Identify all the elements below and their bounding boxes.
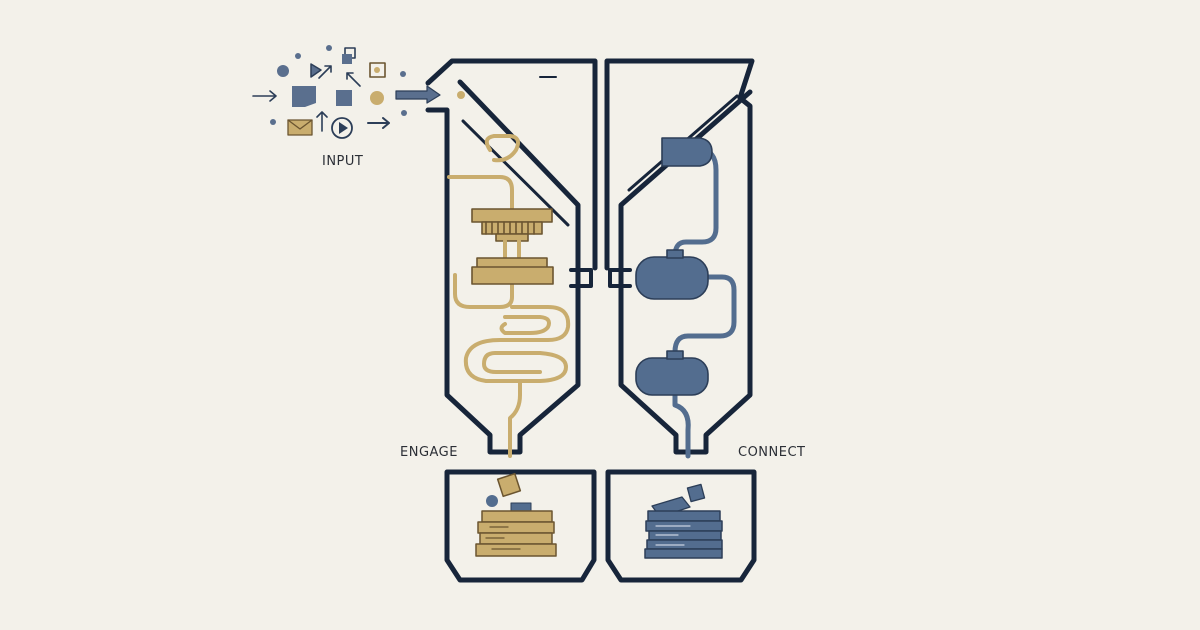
connect-machinery: [672, 147, 737, 459]
blue-pipe-top: [672, 147, 719, 259]
small-dark-block: [510, 502, 532, 512]
gold-dropping-block: [496, 472, 522, 498]
blue-pipe-mid: [672, 274, 737, 355]
blue-dropping-ball: [486, 495, 498, 507]
connect-label: CONNECT: [734, 443, 810, 462]
gold-pipe-wave: [499, 315, 551, 335]
left-container-inner-line: [461, 119, 570, 227]
flag-triangle-icon: [310, 63, 322, 78]
envelope-flap: [287, 119, 313, 130]
gold-pipe-curl: [484, 134, 520, 163]
gold-pipe-top-loop: [447, 175, 514, 214]
gold-dot-icon: [374, 67, 380, 73]
arrow-up-right-icon: [318, 65, 332, 79]
dot-icon: [295, 53, 301, 59]
connect-output-bin: [605, 469, 757, 583]
input-icon-cluster: [252, 45, 465, 139]
input-label: INPUT: [318, 152, 368, 171]
square-icon: [336, 90, 352, 106]
left-container-outline: [425, 79, 581, 455]
left-funnel-rim: [425, 58, 598, 271]
gold-pipe-down: [508, 379, 522, 458]
left-bin-outline: [444, 469, 597, 583]
connector-right: [608, 268, 632, 288]
gold-stack-icon: [475, 510, 557, 557]
gear-icon: [471, 208, 553, 260]
gold-press-block: [471, 257, 554, 285]
gold-dot-icon: [457, 91, 465, 99]
connector-left: [569, 268, 593, 288]
circle-icon: [277, 65, 289, 77]
tank-middle: [635, 256, 709, 300]
document-icon: [292, 86, 316, 107]
arrow-up-icon: [316, 111, 328, 132]
tank-bottom: [635, 357, 709, 396]
engage-label: ENGAGE: [396, 443, 462, 462]
dot-icon: [401, 110, 407, 116]
arrow-up-left-icon: [346, 72, 361, 87]
engage-output-bin: [444, 469, 597, 583]
dot-icon: [400, 71, 406, 77]
gold-circle-icon: [370, 91, 384, 105]
engage-machinery: [447, 134, 571, 458]
right-funnel-rim: [604, 58, 755, 271]
dot-icon: [326, 45, 332, 51]
blue-tanks: [635, 137, 713, 396]
right-bin-outline: [605, 469, 757, 583]
blue-dropping-block: [686, 483, 706, 503]
play-button-icon: [331, 117, 353, 139]
arrow-right-icon: [252, 90, 277, 102]
right-container-outline: [618, 89, 753, 455]
arrow-right-icon: [367, 117, 390, 129]
big-arrow-right-icon: [395, 85, 441, 104]
funnel-rims: [425, 58, 755, 271]
play-triangle: [339, 122, 348, 134]
tank-bottom-cap: [666, 350, 684, 360]
square-icon: [342, 54, 352, 64]
gold-pipe-mid: [453, 273, 514, 309]
blue-stack-icon: [644, 510, 723, 559]
tank-top: [661, 137, 713, 167]
dot-icon: [270, 119, 276, 125]
gold-pipe-serpentine: [463, 305, 571, 383]
tank-middle-cap: [666, 249, 684, 259]
blue-pipe-bottom: [672, 392, 691, 459]
